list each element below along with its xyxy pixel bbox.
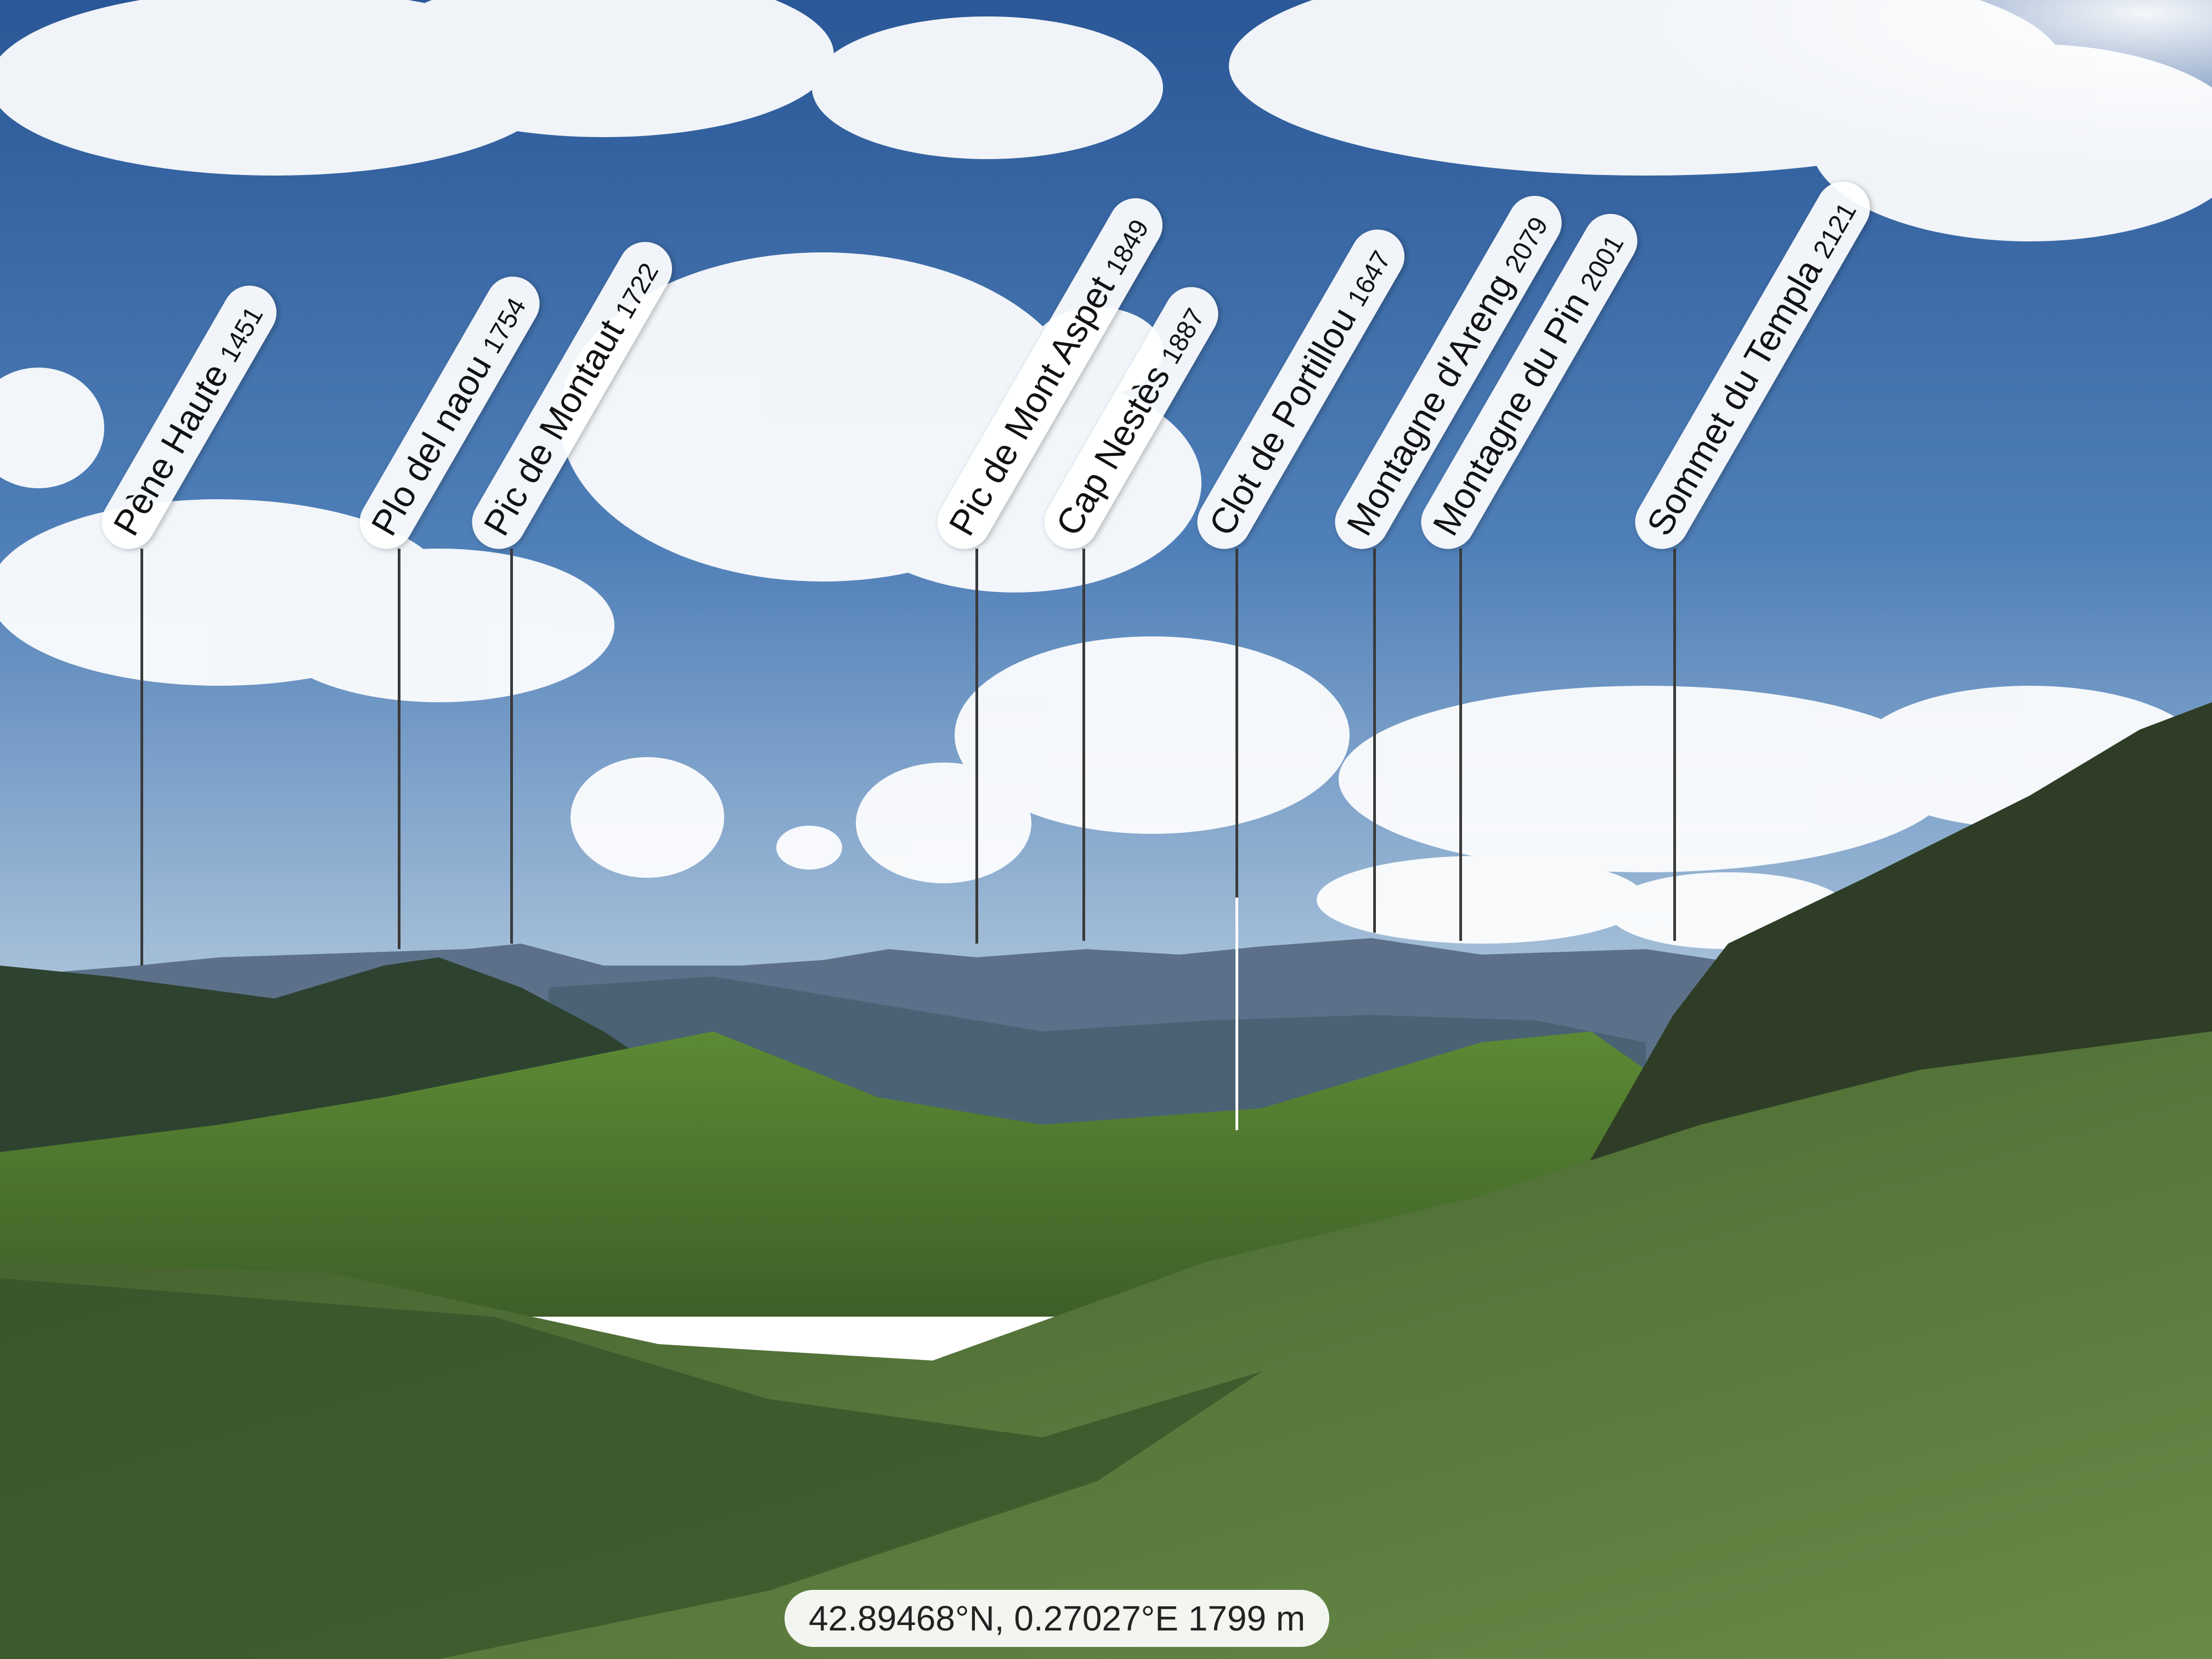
leader-line-clot-de-portillou <box>1235 549 1238 1130</box>
clouds <box>0 0 2212 949</box>
leader-line-plo-del-naou <box>398 549 400 949</box>
leader-line-pic-de-montaut <box>510 549 513 944</box>
foreground-shadow <box>0 1278 1262 1659</box>
leader-line-cap-nestes <box>1082 549 1085 941</box>
leader-line-sommet-du-templa <box>1673 549 1676 941</box>
leader-line-montagne-du-pin <box>1459 549 1462 941</box>
leader-line-montagne-d-areng <box>1373 549 1376 933</box>
leader-line-pene-haute <box>140 549 143 966</box>
location-readout[interactable]: 42.89468°N, 0.27027°E 1799 m <box>785 1590 1330 1647</box>
meadow-valley <box>0 1031 1646 1317</box>
leader-line-pic-de-mont-aspet <box>975 549 978 944</box>
